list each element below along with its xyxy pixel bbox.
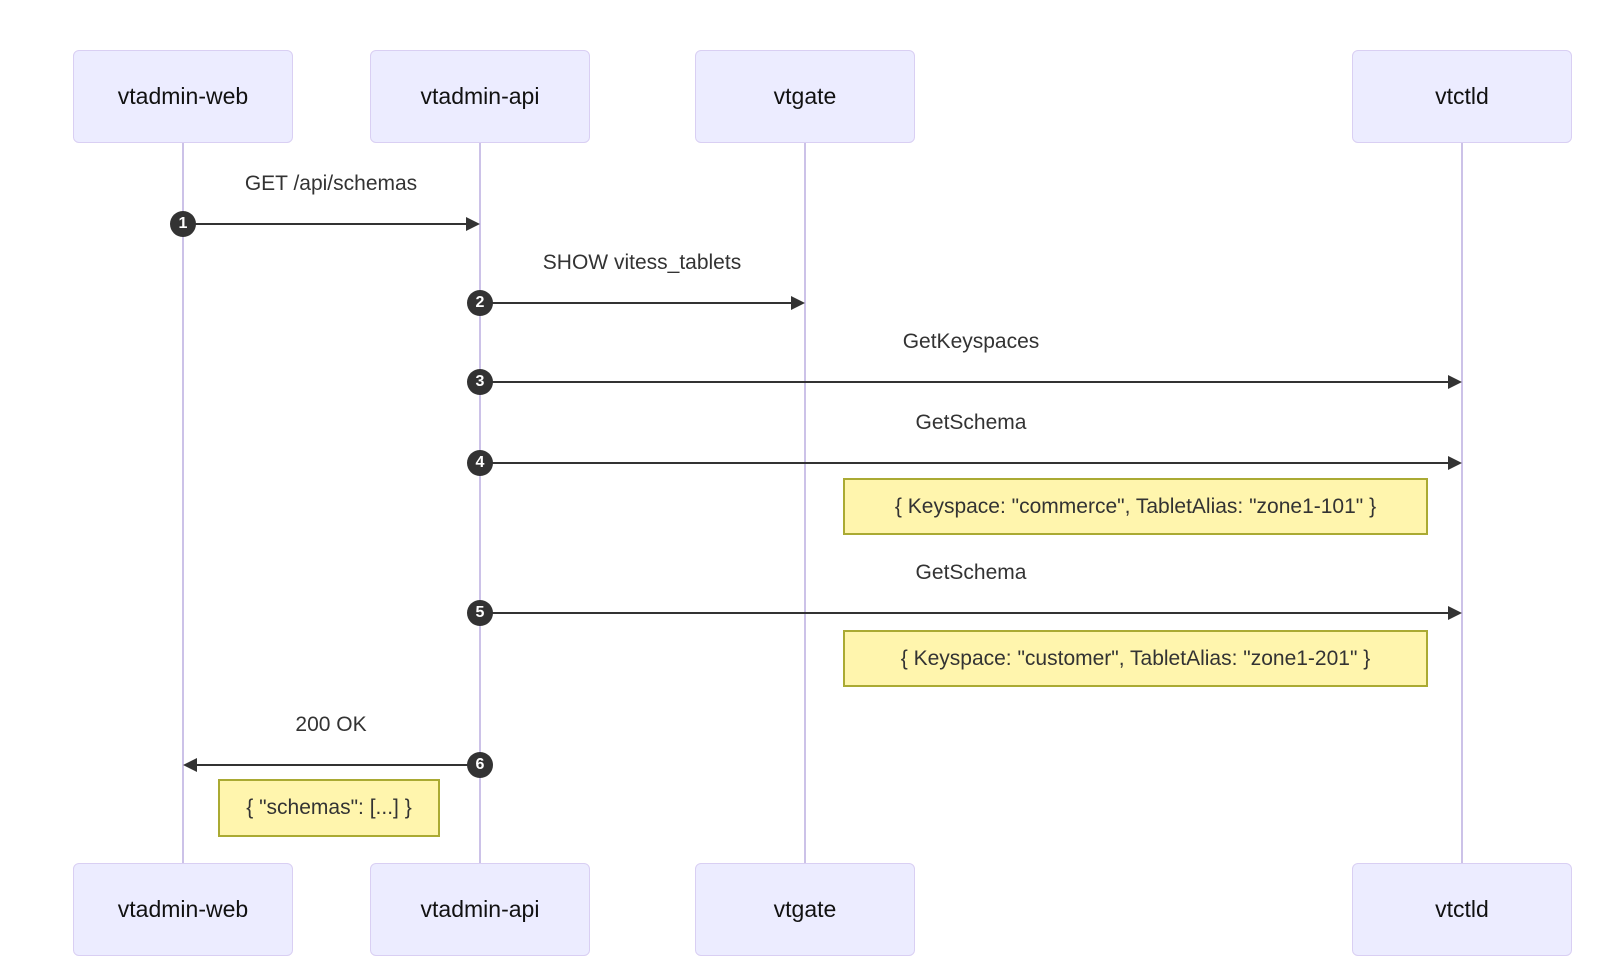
note-commerce: { Keyspace: "commerce", TabletAlias: "zo… [843, 478, 1428, 535]
message-3-line [480, 381, 1448, 383]
message-6-label: 200 OK [295, 713, 367, 736]
actor-top-vtadmin-api: vtadmin-api [370, 50, 590, 143]
message-2-label: SHOW vitess_tablets [542, 251, 742, 274]
actor-label: vtadmin-web [117, 83, 249, 109]
note-text: { Keyspace: "customer", TabletAlias: "zo… [900, 646, 1371, 670]
arrowhead-icon [183, 758, 197, 772]
message-3-number-badge: 3 [467, 369, 493, 395]
actor-label: vtgate [773, 83, 837, 109]
actor-label: vtctld [1435, 896, 1489, 922]
actor-top-vtgate: vtgate [695, 50, 915, 143]
message-2-line [480, 302, 791, 304]
message-5-line [480, 612, 1448, 614]
note-customer: { Keyspace: "customer", TabletAlias: "zo… [843, 630, 1428, 687]
actor-label: vtctld [1435, 83, 1489, 109]
message-4-line [480, 462, 1448, 464]
lifeline-vtadmin-api [479, 143, 481, 863]
message-3-label: GetKeyspaces [902, 330, 1040, 353]
actor-label: vtadmin-api [420, 896, 540, 922]
note-schemas: { "schemas": [...] } [218, 779, 440, 837]
message-1-line [183, 223, 466, 225]
actor-label: vtadmin-web [117, 896, 249, 922]
message-6-number-badge: 6 [467, 752, 493, 778]
lifeline-vtadmin-web [182, 143, 184, 863]
arrowhead-icon [466, 217, 480, 231]
arrowhead-icon [791, 296, 805, 310]
actor-label: vtgate [773, 896, 837, 922]
message-5-number-badge: 5 [467, 600, 493, 626]
lifeline-vtgate [804, 143, 806, 863]
actor-top-vtctld: vtctld [1352, 50, 1572, 143]
lifeline-vtctld [1461, 143, 1463, 863]
message-6-line [197, 764, 480, 766]
actor-bottom-vtctld: vtctld [1352, 863, 1572, 956]
message-2-number-badge: 2 [467, 290, 493, 316]
arrowhead-icon [1448, 606, 1462, 620]
message-5-label: GetSchema [915, 561, 1027, 584]
actor-bottom-vtgate: vtgate [695, 863, 915, 956]
message-1-number-badge: 1 [170, 211, 196, 237]
message-4-number-badge: 4 [467, 450, 493, 476]
actor-bottom-vtadmin-web: vtadmin-web [73, 863, 293, 956]
actor-label: vtadmin-api [420, 83, 540, 109]
actor-top-vtadmin-web: vtadmin-web [73, 50, 293, 143]
arrowhead-icon [1448, 375, 1462, 389]
arrowhead-icon [1448, 456, 1462, 470]
message-4-label: GetSchema [915, 411, 1027, 434]
actor-bottom-vtadmin-api: vtadmin-api [370, 863, 590, 956]
message-1-label: GET /api/schemas [244, 172, 418, 195]
note-text: { "schemas": [...] } [246, 796, 412, 819]
note-text: { Keyspace: "commerce", TabletAlias: "zo… [894, 494, 1377, 518]
